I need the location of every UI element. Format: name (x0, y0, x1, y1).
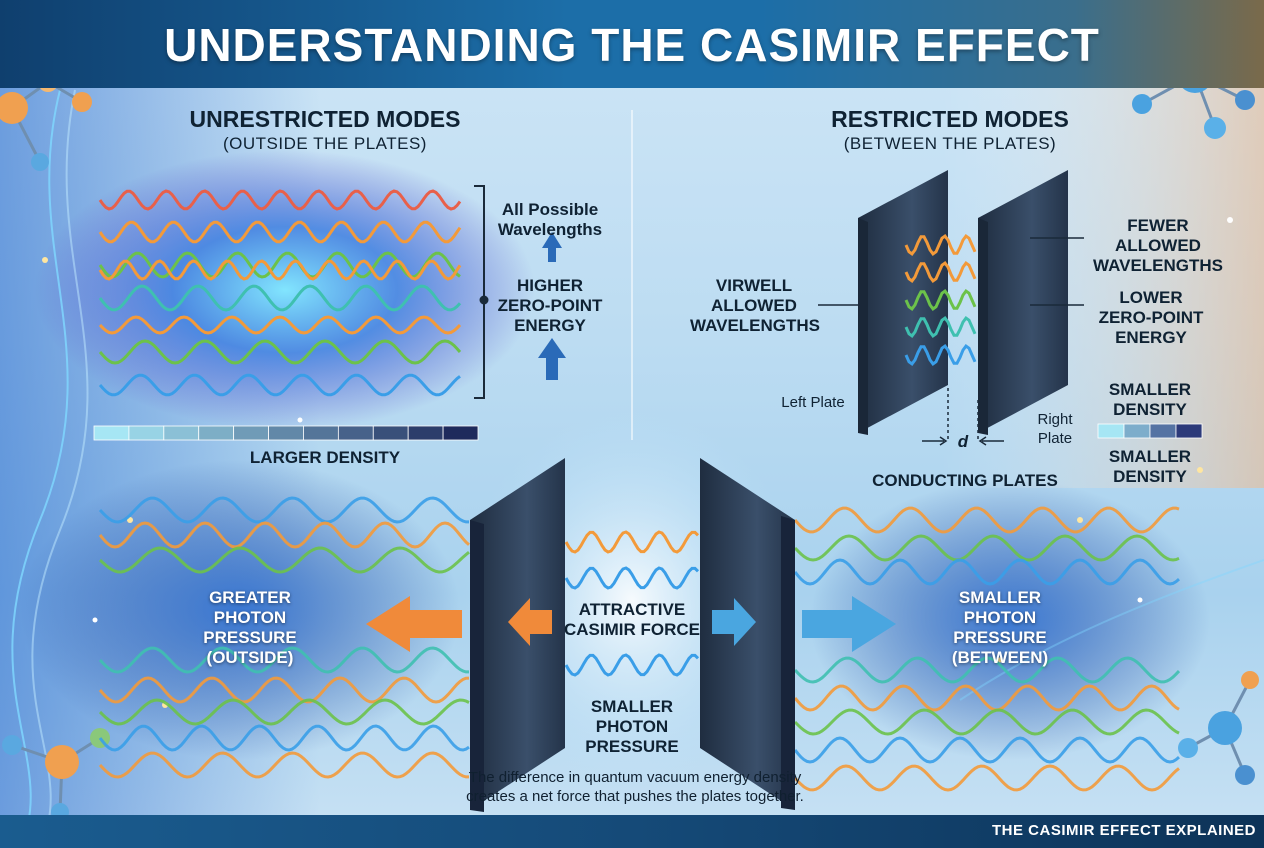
smaller-density-top-label: SMALLER DENSITY (1108, 380, 1192, 419)
wave-line (793, 506, 1180, 534)
gap-label: d (957, 432, 969, 451)
smaller-pressure-center-label: SMALLER PHOTON PRESSURE (585, 697, 679, 756)
arrow-left-icon (366, 596, 552, 652)
left-plate (858, 170, 948, 435)
wave-line (98, 373, 461, 397)
density-segment (1097, 423, 1125, 439)
smaller-pressure-right-label: SMALLER PHOTON PRESSURE (BETWEEN) (951, 588, 1049, 667)
right-subheading: (BETWEEN THE PLATES) (843, 134, 1057, 153)
wave-line (564, 653, 700, 677)
density-segment (372, 425, 409, 441)
conducting-plates-label: CONDUCTING PLATES (872, 471, 1058, 490)
wave-line (904, 261, 977, 283)
large-left-plate (470, 458, 565, 812)
smaller-density-bottom-label: SMALLER DENSITY (1108, 447, 1192, 486)
wave-line (98, 751, 469, 779)
wave-line (564, 530, 700, 554)
explanation-caption: The difference in quantum vacuum energy … (466, 769, 804, 805)
left-subheading: (OUTSIDE THE PLATES) (223, 134, 427, 153)
greater-pressure-label: GREATER PHOTON PRESSURE (OUTSIDE) (203, 588, 297, 667)
density-segment (163, 425, 200, 441)
wave-line (98, 646, 469, 674)
left-heading: UNRESTRICTED MODES (189, 106, 461, 132)
arrow-right-icon (712, 596, 896, 652)
callout-lines (818, 237, 1084, 446)
density-segment (93, 425, 130, 441)
left-plate-label: Left Plate (781, 394, 845, 411)
right-plate-label: Right Plate (1037, 411, 1073, 447)
page-title: UNDERSTANDING THE CASIMIR EFFECT (164, 19, 1100, 71)
wave-line (904, 344, 977, 366)
arrow-up-icon (538, 232, 566, 380)
energy-bracket (474, 185, 489, 399)
wave-line (904, 316, 977, 338)
wave-line (98, 724, 470, 752)
wave-line (98, 284, 462, 312)
density-segment (1149, 423, 1177, 439)
wave-line (98, 315, 462, 335)
wave-line (98, 259, 462, 281)
wave-line (793, 736, 1180, 764)
title-bar (0, 0, 1264, 88)
smaller-density-bar (1097, 423, 1203, 439)
fewer-wavelengths-label: FEWER ALLOWED WAVELENGTHS (1092, 216, 1224, 275)
wave-line (564, 566, 700, 590)
wave-line (793, 558, 1180, 586)
density-segment (442, 425, 479, 441)
wave-line (793, 656, 1181, 684)
larger-density-label: LARGER DENSITY (249, 448, 401, 467)
larger-density-bar (93, 425, 479, 441)
wave-line (98, 339, 462, 365)
wave-line (793, 708, 1180, 736)
wave-line (904, 289, 977, 311)
wave-line (98, 496, 469, 524)
density-segment (128, 425, 165, 441)
casimir-force-label: ATTRACTIVE CASIMIR FORCE (564, 600, 700, 639)
density-segment (268, 425, 304, 441)
wave-line (98, 676, 470, 704)
right-plate (978, 170, 1068, 435)
allowed-wavelengths-label: VIRWELL ALLOWED WAVELENGTHS (690, 276, 821, 335)
density-segment (337, 425, 374, 441)
lower-energy-label: LOWER ZERO-POINT ENERGY (1098, 288, 1204, 347)
wave-line (904, 234, 977, 256)
right-heading: RESTRICTED MODES (831, 106, 1069, 132)
wave-line (793, 534, 1180, 562)
large-right-plate (700, 458, 795, 810)
wave-line (98, 698, 470, 726)
wave-line (98, 220, 462, 244)
wave-line (98, 521, 470, 549)
outside-waves-left (98, 496, 470, 779)
density-segment (407, 425, 444, 441)
density-segment (198, 425, 235, 441)
restricted-waves (904, 234, 977, 366)
outside-waves-right (793, 506, 1181, 792)
footer-bar (0, 815, 1264, 848)
density-segment (1175, 423, 1203, 439)
density-segment (303, 425, 339, 441)
molecule-bottom-right (1178, 671, 1259, 785)
wave-line (98, 189, 462, 211)
wave-line (793, 684, 1180, 712)
wave-line (98, 251, 461, 279)
footer-label: THE CASIMIR EFFECT EXPLAINED (991, 822, 1256, 839)
density-segment (233, 425, 269, 441)
inner-waves (564, 530, 700, 677)
wave-line (98, 546, 470, 574)
wave-line (793, 764, 1180, 792)
density-segment (1123, 423, 1151, 439)
unrestricted-waves (98, 189, 462, 397)
higher-energy-label: HIGHER ZERO-POINT ENERGY (497, 276, 603, 335)
all-possible-label: All Possible Wavelengths (497, 200, 603, 239)
molecule-bottom-left (2, 728, 110, 821)
